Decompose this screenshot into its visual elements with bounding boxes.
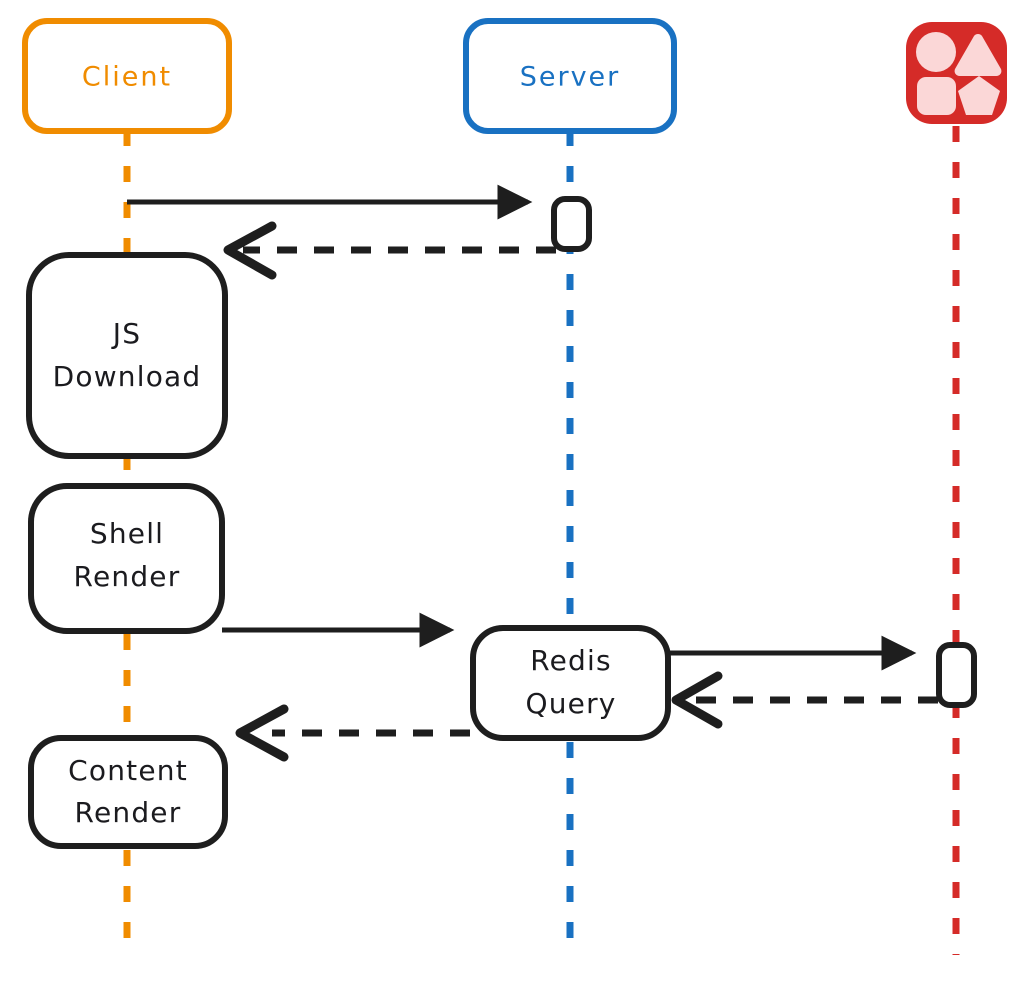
activity-redis-query-box[interactable] [470,625,671,741]
message-arrowhead [235,704,289,762]
activity-js-download-box[interactable] [26,252,228,459]
participant-client[interactable]: Client [22,18,232,134]
activity-shell-render-label-line-2: Render [74,560,181,593]
participant-redis[interactable] [906,22,1007,124]
message-redis-query-to-content-render[interactable] [235,704,470,762]
activity-shell-render-box[interactable] [28,483,225,634]
activity-content-render-label-line-2: Render [75,796,182,829]
activity-shell-render[interactable]: Shell Render [28,483,225,634]
icon-circle-shape [916,32,956,72]
icon-triangle-shape [954,33,1002,77]
participant-server-box[interactable] [463,18,677,134]
participant-client-box[interactable] [22,18,232,134]
activity-redis-query[interactable]: Redis Query [470,625,671,741]
activity-js-download[interactable]: JS Download [26,252,228,459]
activation-redis[interactable] [936,642,977,708]
message-server-to-client-response[interactable] [223,221,556,280]
activity-content-render-label-line-1: Content [68,754,188,787]
activity-redis-query-label-line-2: Query [525,687,616,720]
activity-content-render-box[interactable] [28,735,228,849]
icon-pentagon-shape [958,76,1000,115]
participant-server-label: Server [520,62,621,93]
message-arrowhead [671,671,723,729]
message-redis-to-redis-query[interactable] [671,671,938,729]
icon-square-shape [917,77,956,115]
activation-server[interactable] [551,196,592,252]
participant-server[interactable]: Server [463,18,677,134]
activity-js-download-label-line-2: Download [53,360,202,393]
message-arrowhead [223,221,277,280]
participant-client-label: Client [82,62,172,93]
activity-content-render[interactable]: Content Render [28,735,228,849]
activity-shell-render-label-line-1: Shell [90,517,164,550]
activity-js-download-label-line-1: JS [111,317,141,350]
activity-redis-query-label-line-1: Redis [530,644,612,677]
